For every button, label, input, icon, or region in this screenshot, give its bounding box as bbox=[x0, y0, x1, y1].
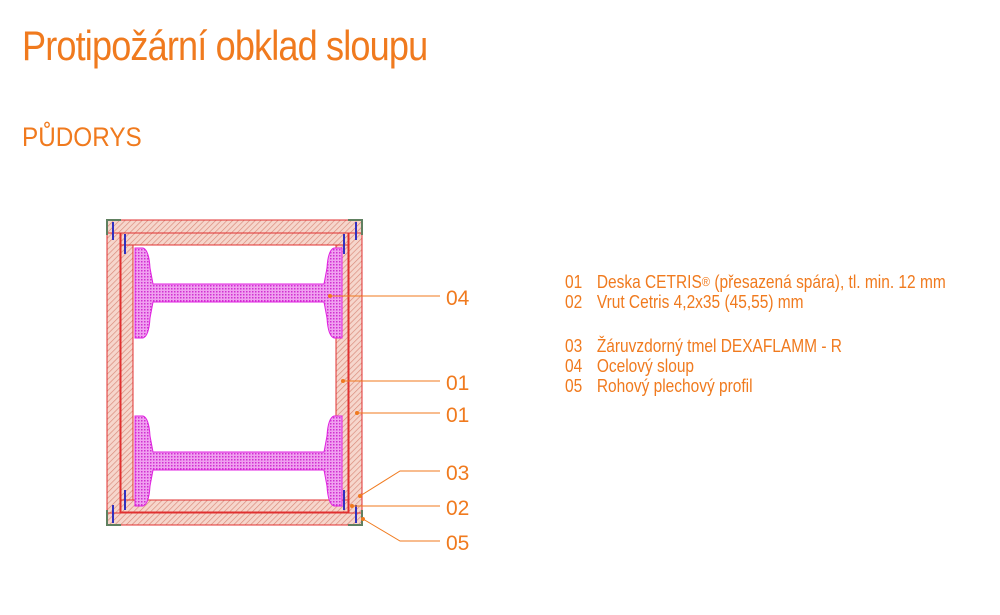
legend-item: 04 Ocelový sloup bbox=[565, 356, 946, 376]
legend-item: 05 Rohový plechový profil bbox=[565, 376, 946, 396]
page-title: Protipožární obklad sloupu bbox=[22, 22, 428, 69]
section-subtitle: PŮDORYS bbox=[22, 122, 142, 152]
registered-mark: ® bbox=[701, 274, 711, 289]
legend-item: 01 Deska CETRIS® (přesazená spára), tl. m… bbox=[565, 272, 946, 292]
legend-num: 04 bbox=[565, 356, 583, 376]
outer-boards bbox=[106, 219, 363, 526]
corner-profiles bbox=[106, 219, 363, 526]
legend-text: Žáruvzdorný tmel DEXAFLAMM - R bbox=[596, 336, 842, 356]
legend: 01 Deska CETRIS® (přesazená spára), tl. m… bbox=[565, 272, 946, 396]
callout-04: 04 bbox=[446, 287, 470, 310]
legend-num: 02 bbox=[565, 292, 583, 312]
steel-column bbox=[134, 247, 343, 507]
legend-text: Rohový plechový profil bbox=[596, 376, 753, 396]
legend-text: Ocelový sloup bbox=[596, 356, 695, 376]
legend-item: 03 Žáruvzdorný tmel DEXAFLAMM - R bbox=[565, 336, 946, 356]
legend-num: 01 bbox=[565, 272, 583, 292]
callout-01-outer: 01 bbox=[446, 404, 469, 427]
callout-03: 03 bbox=[446, 462, 469, 485]
leader-lines bbox=[328, 294, 440, 542]
callout-01-inner: 01 bbox=[446, 372, 469, 395]
legend-text-cont: (přesazená spára), tl. min. 12 mm bbox=[710, 272, 946, 292]
legend-text: Deska CETRIS bbox=[596, 272, 702, 292]
legend-item: 02 Vrut Cetris 4,2x35 (45,55) mm bbox=[565, 292, 946, 312]
legend-text: Vrut Cetris 4,2x35 (45,55) mm bbox=[596, 292, 804, 312]
callout-02: 02 bbox=[446, 497, 469, 520]
callout-05: 05 bbox=[446, 532, 469, 555]
screws bbox=[112, 222, 357, 523]
legend-num: 03 bbox=[565, 336, 583, 356]
legend-num: 05 bbox=[565, 376, 583, 396]
